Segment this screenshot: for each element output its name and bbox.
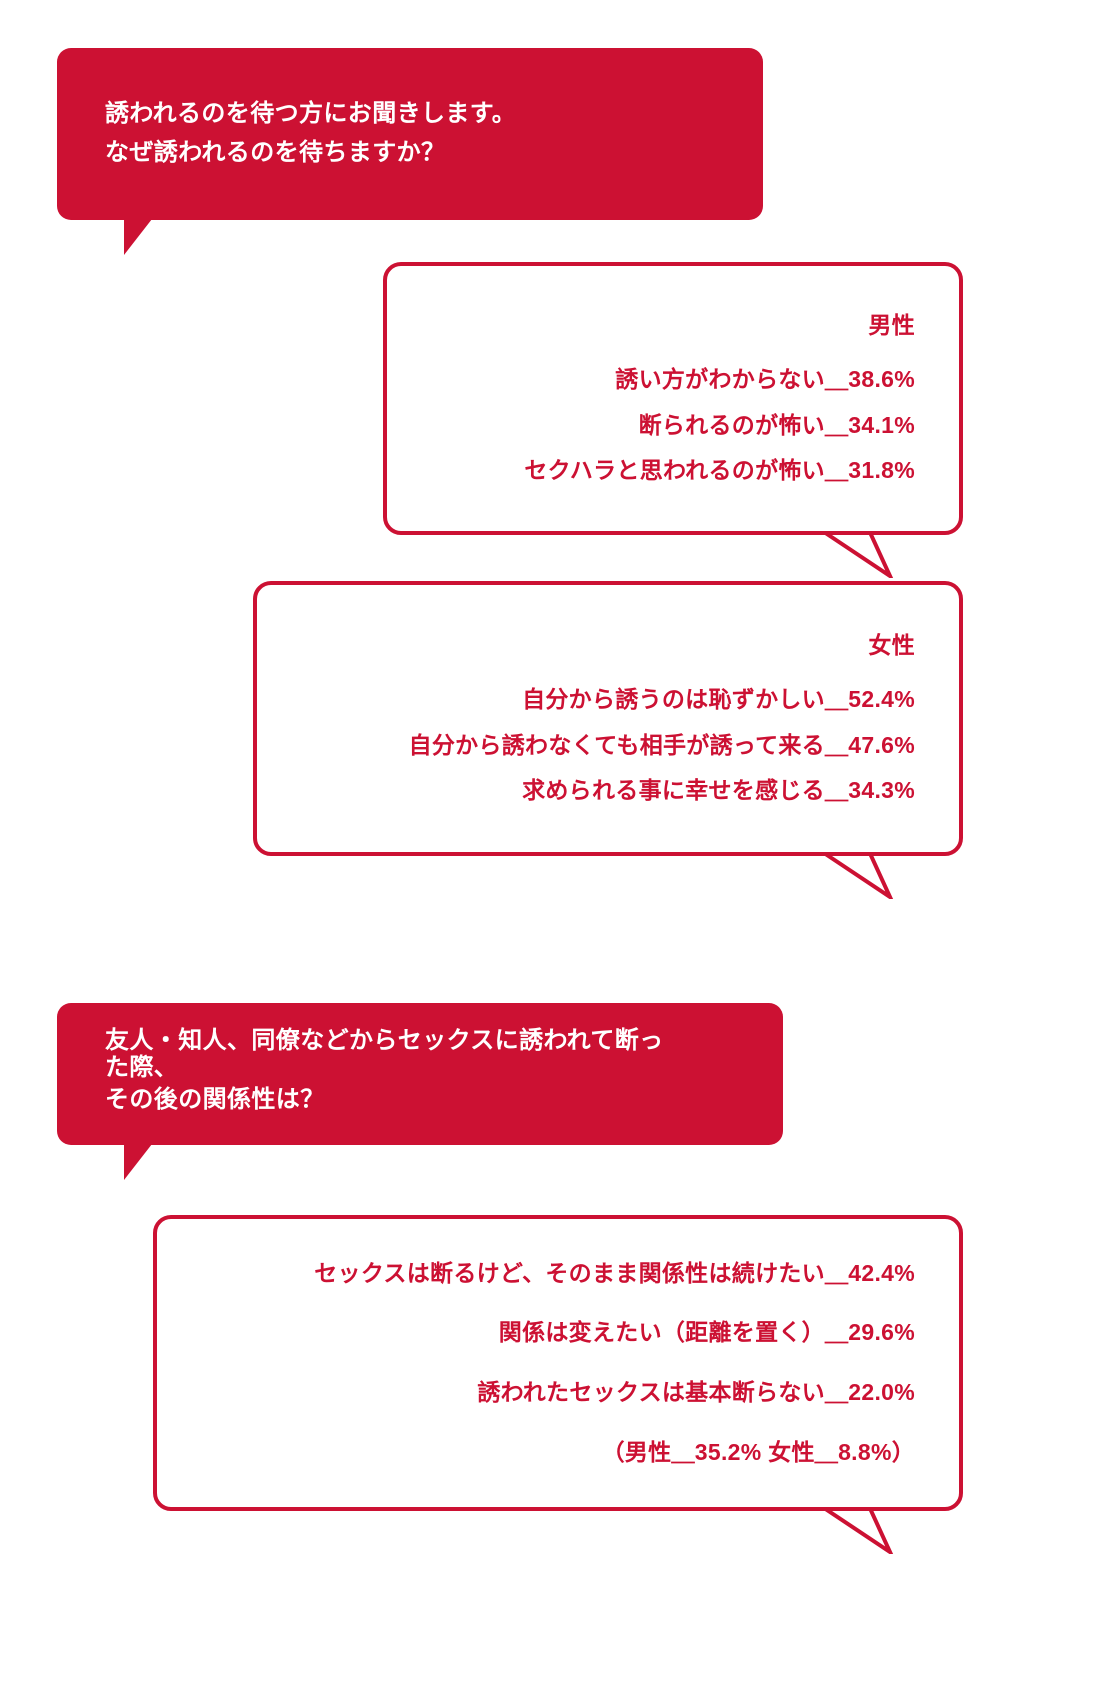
question-banner-1-line-2: なぜ誘われるのを待ちますか？ bbox=[105, 139, 446, 166]
answer-box-relationship-line-2: 関係は変えたい（距離を置く）＿29.6% bbox=[498, 1319, 915, 1346]
answer-box-relationship-inner: セックスは断るけど、そのまま関係性は続けたい＿42.4% 関係は変えたい（距離を… bbox=[157, 1219, 959, 1507]
question-banner-2-line-2: た際、 bbox=[105, 1053, 179, 1081]
answer-box-female-inner: 女性 自分から誘うのは恥ずかしい＿52.4% 自分から誘わなくても相手が誘って来… bbox=[257, 585, 959, 852]
answer-box-female-line-1: 自分から誘うのは恥ずかしい＿52.4% bbox=[522, 685, 915, 712]
answer-box-female: 女性 自分から誘うのは恥ずかしい＿52.4% 自分から誘わなくても相手が誘って来… bbox=[253, 581, 963, 856]
question-banner-1-lines: 誘われるのを待つ方にお聞きします。 なぜ誘われるのを待ちますか？ bbox=[57, 95, 763, 173]
answer-box-male-heading: 男性 bbox=[868, 312, 915, 339]
question-banner-1-tail bbox=[124, 219, 152, 255]
answer-box-relationship: セックスは断るけど、そのまま関係性は続けたい＿42.4% 関係は変えたい（距離を… bbox=[153, 1215, 963, 1511]
answer-box-relationship-line-3: 誘われたセックスは基本断らない＿22.0% bbox=[477, 1379, 915, 1405]
question-banner-2-line-3: その後の関係性は？ bbox=[105, 1086, 325, 1114]
answer-box-female-line-3: 求められる事に幸せを感じる＿34.3% bbox=[522, 777, 915, 804]
answer-box-female-heading: 女性 bbox=[868, 632, 915, 659]
question-banner-1: 誘われるのを待つ方にお聞きします。 なぜ誘われるのを待ちますか？ bbox=[57, 48, 763, 220]
question-banner-2-tail bbox=[124, 1144, 152, 1180]
answer-box-male-line-1: 誘い方がわからない＿38.6% bbox=[615, 365, 915, 392]
question-banner-2-line-1: 友人・知人、同僚などからセックスに誘われて断っ bbox=[105, 1026, 664, 1054]
question-banner-2: 友人・知人、同僚などからセックスに誘われて断っ た際、 その後の関係性は？ bbox=[57, 1003, 783, 1145]
answer-box-male-line-3: セクハラと思われるのが怖い＿31.8% bbox=[524, 457, 915, 484]
answer-box-female-line-2: 自分から誘わなくても相手が誘って来る＿47.6% bbox=[408, 731, 915, 758]
answer-box-male-inner: 男性 誘い方がわからない＿38.6% 断られるのが怖い＿34.1% セクハラと思… bbox=[387, 266, 959, 531]
answer-box-male: 男性 誘い方がわからない＿38.6% 断られるのが怖い＿34.1% セクハラと思… bbox=[383, 262, 963, 535]
question-banner-1-line-1: 誘われるのを待つ方にお聞きします。 bbox=[105, 100, 517, 128]
answer-box-relationship-line-1: セックスは断るけど、そのまま関係性は続けたい＿42.4% bbox=[314, 1259, 915, 1286]
answer-box-relationship-line-4: （男性＿35.2% 女性＿8.8%） bbox=[601, 1438, 915, 1465]
question-banner-2-lines: 友人・知人、同僚などからセックスに誘われて断っ た際、 その後の関係性は？ bbox=[57, 1026, 783, 1121]
answer-box-male-line-2: 断られるのが怖い＿34.1% bbox=[638, 411, 915, 438]
